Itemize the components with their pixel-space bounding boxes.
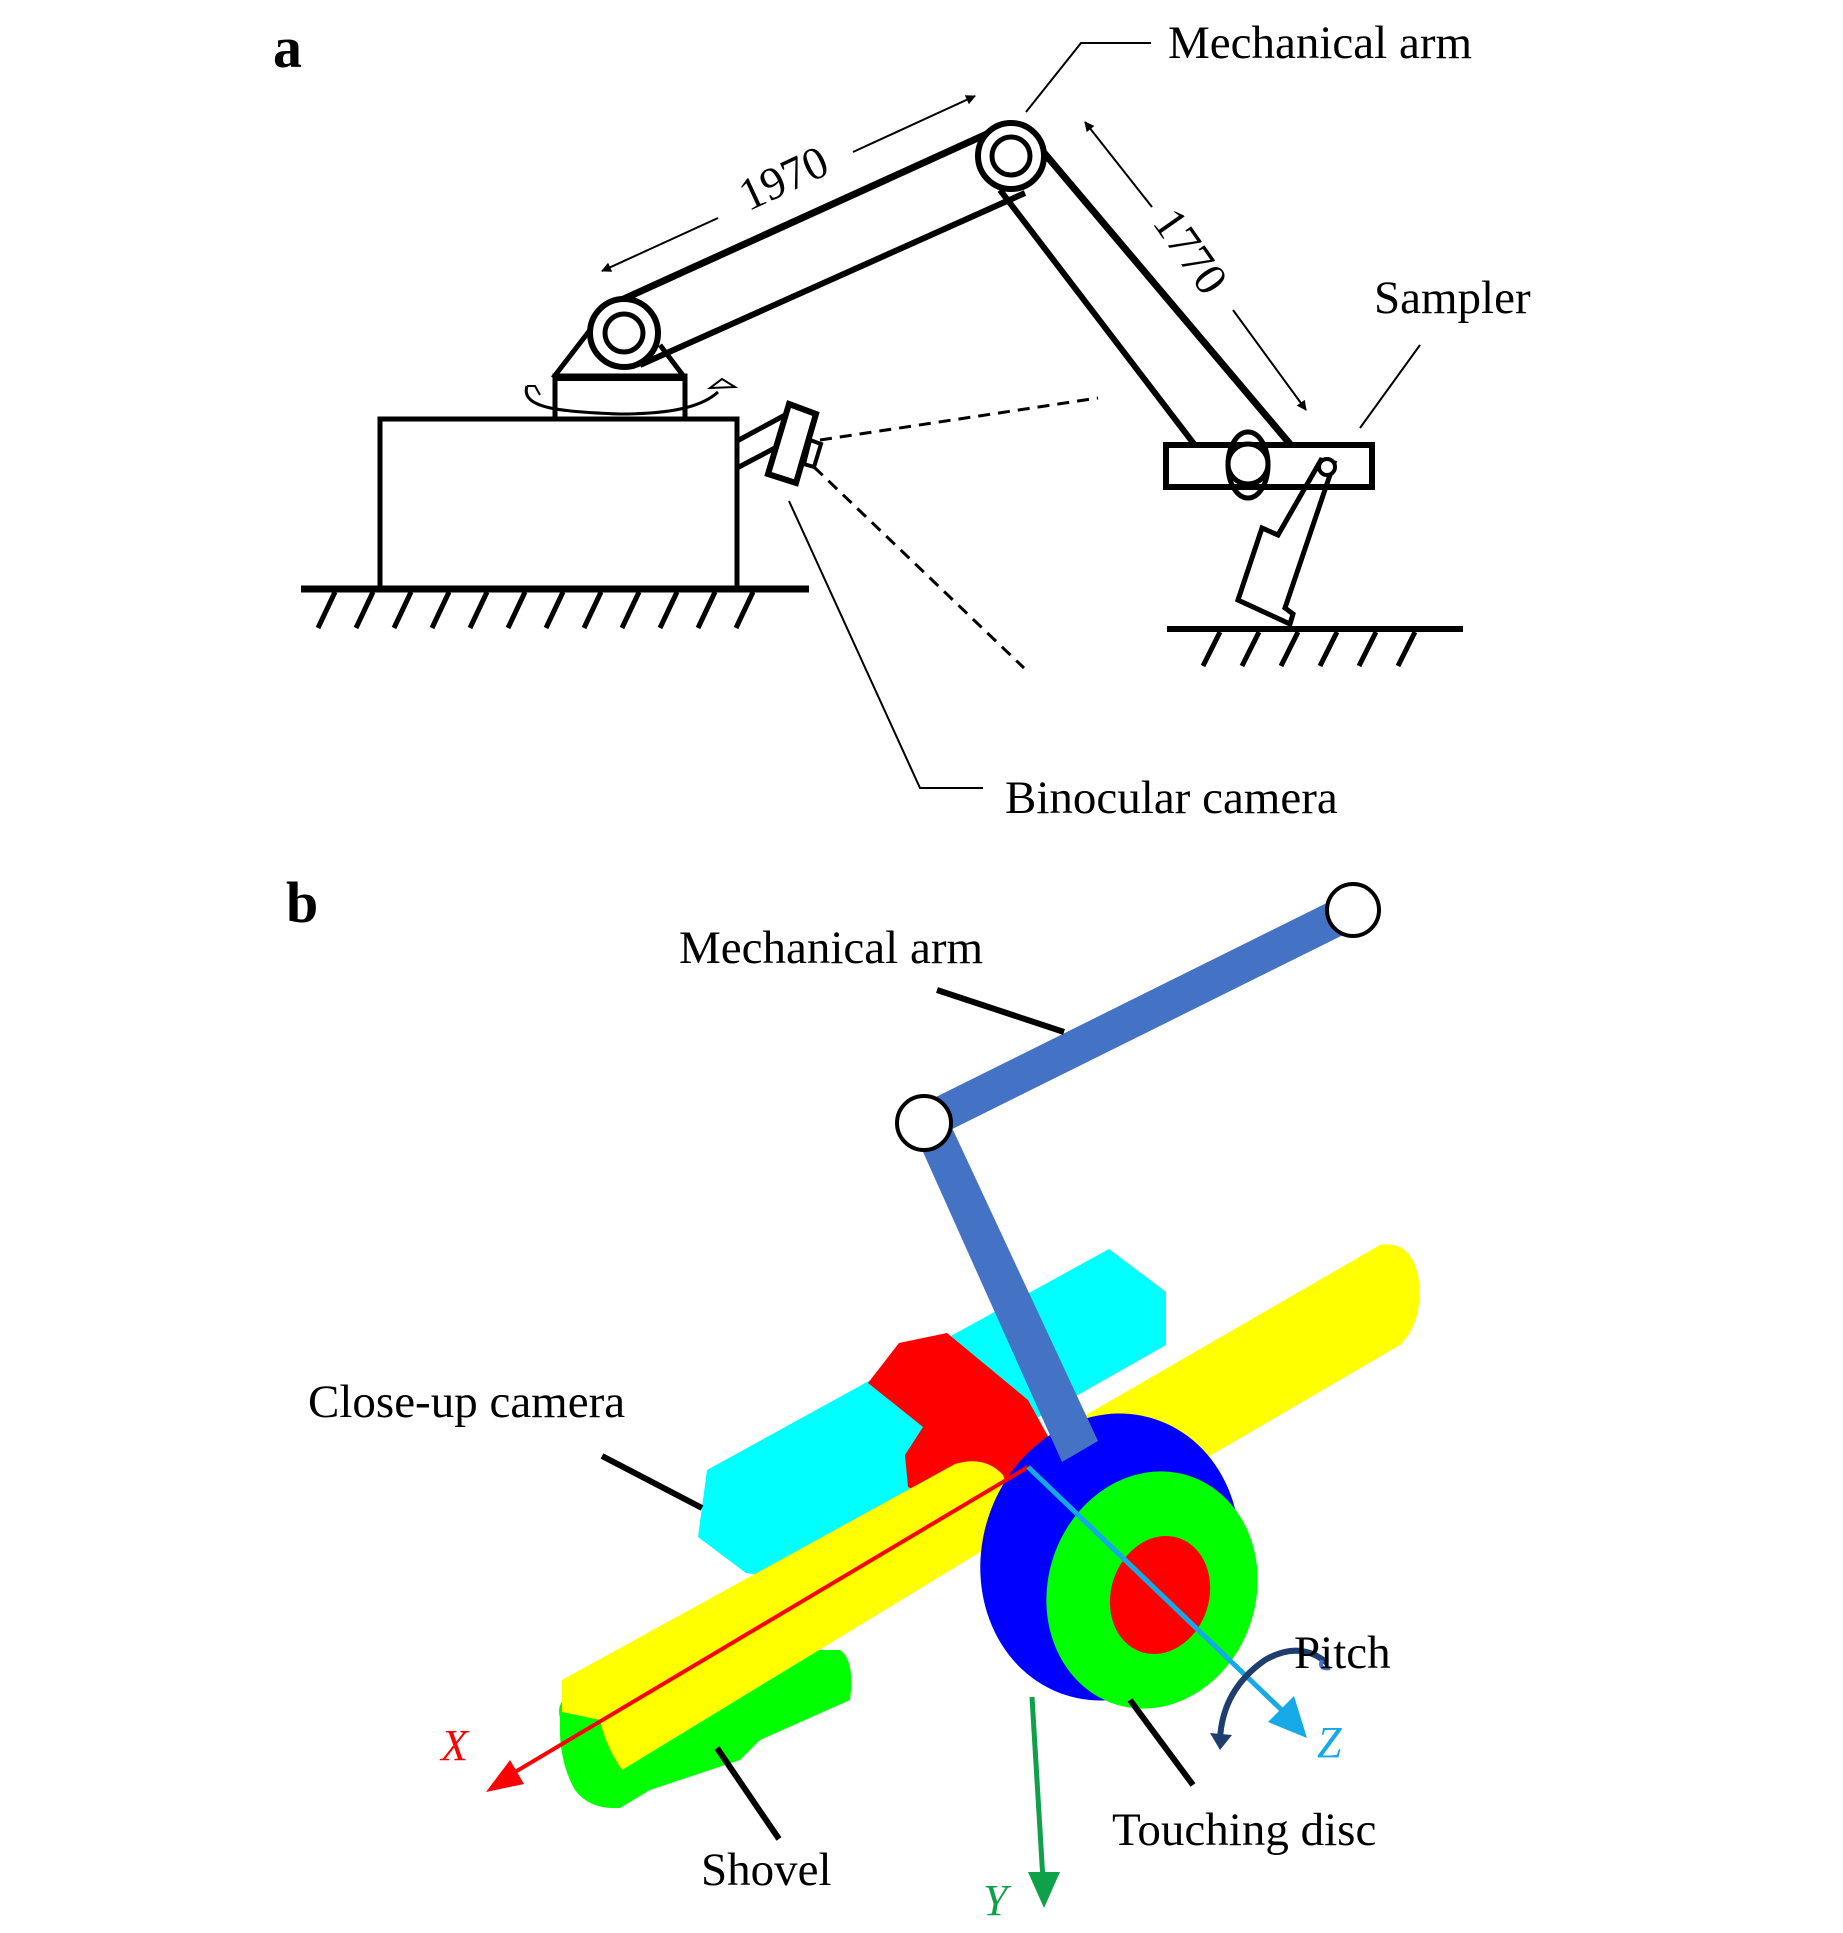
callout-touching-disc: Touching disc	[1112, 1698, 1376, 1856]
ground-hatch	[1278, 630, 1301, 668]
dimension-1770: 1770	[1084, 121, 1307, 411]
pitch-label: Pitch	[1294, 1627, 1391, 1679]
rod-front	[562, 1461, 1010, 1770]
ground-hatch	[733, 590, 756, 630]
callout-binocular-camera: Binocular camera	[788, 500, 1338, 824]
binocular-camera	[735, 396, 1099, 670]
rover-base	[377, 416, 740, 592]
ground-left	[301, 585, 809, 630]
elbow-joint	[975, 120, 1047, 192]
ground-hatch	[505, 590, 528, 630]
pitch-rotation-arrow: Pitch	[1210, 1627, 1391, 1750]
callout-mechanical-arm-a: Mechanical arm	[1025, 17, 1472, 113]
axis-y-label: Y	[983, 1876, 1012, 1925]
sampler-label: Sampler	[1374, 272, 1531, 324]
ground-hatch	[581, 590, 604, 630]
arm-joint-top	[1325, 882, 1381, 938]
mechanical-arm-label-a: Mechanical arm	[1168, 17, 1472, 69]
yaw-rotation-arrow	[524, 385, 720, 416]
mechanical-arm-label-b: Mechanical arm	[679, 922, 983, 974]
ground-hatch	[353, 590, 376, 630]
callout-sampler: Sampler	[1359, 272, 1531, 429]
shovel-label: Shovel	[701, 1844, 832, 1896]
sampler	[1163, 429, 1375, 628]
ground-right	[1167, 626, 1463, 668]
ground-hatch	[1317, 630, 1340, 668]
ground-hatch	[695, 590, 718, 630]
axis-y: Y	[983, 1696, 1060, 1925]
binocular-camera-label: Binocular camera	[1005, 772, 1338, 824]
ground-hatch	[391, 590, 414, 630]
axis-x: X	[439, 1465, 1030, 1792]
arm-joint-elbow	[895, 1094, 953, 1152]
touching-disc-label: Touching disc	[1112, 1804, 1376, 1856]
arm-lower-link	[906, 1102, 1098, 1462]
panel-b: b Mechanical arm Close-up camera	[286, 870, 1420, 1925]
ground-hatch	[467, 590, 490, 630]
ground-hatch	[1200, 630, 1223, 668]
axis-x-label: X	[439, 1721, 470, 1770]
callout-shovel: Shovel	[701, 1746, 832, 1896]
turret	[524, 328, 739, 422]
mechanical-arm-b: Mechanical arm	[679, 893, 1362, 1140]
ground-hatch	[1239, 630, 1262, 668]
panel-a-label: a	[273, 15, 302, 80]
ground-hatch	[429, 590, 452, 630]
upper-arm	[615, 124, 1027, 368]
axis-z-label: Z	[1317, 1718, 1342, 1767]
ground-hatch	[657, 590, 680, 630]
ground-hatch	[543, 590, 566, 630]
ground-hatch	[315, 590, 338, 630]
ground-hatch	[1356, 630, 1379, 668]
callout-close-up-camera: Close-up camera	[308, 1376, 704, 1511]
close-up-camera-label: Close-up camera	[308, 1376, 625, 1428]
panel-a: a	[273, 15, 1531, 824]
shoulder-joint	[587, 296, 661, 370]
panel-b-label: b	[286, 870, 318, 935]
forearm	[997, 145, 1293, 447]
ground-hatch	[619, 590, 642, 630]
ground-hatch	[1395, 630, 1418, 668]
dimension-1970: 1970	[601, 95, 976, 272]
